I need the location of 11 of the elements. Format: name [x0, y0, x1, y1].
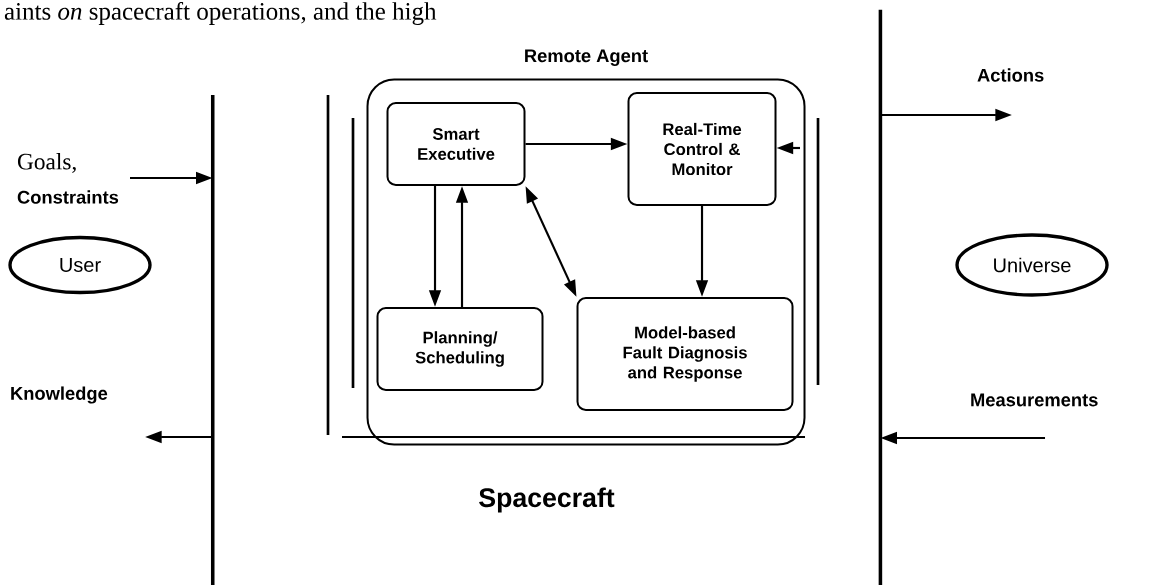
input-label: Measurements [971, 393, 1098, 407]
process-box: Real-Time Control & Monitor [627, 92, 777, 206]
process-box: Smart Executive [386, 102, 526, 186]
output-label: Actions [977, 68, 1044, 82]
node-label: Remote Agent [525, 49, 648, 66]
text-fragment: aints on spacecraft operations, and the high [4, 2, 437, 25]
process-box: Model-based Fault Diagnosis and Response [576, 297, 794, 411]
input-label: Constraints [17, 190, 119, 204]
input-label: Goals, [17, 153, 76, 173]
process-box: Planning/ Scheduling [376, 307, 544, 391]
output-label: Knowledge [11, 386, 108, 404]
